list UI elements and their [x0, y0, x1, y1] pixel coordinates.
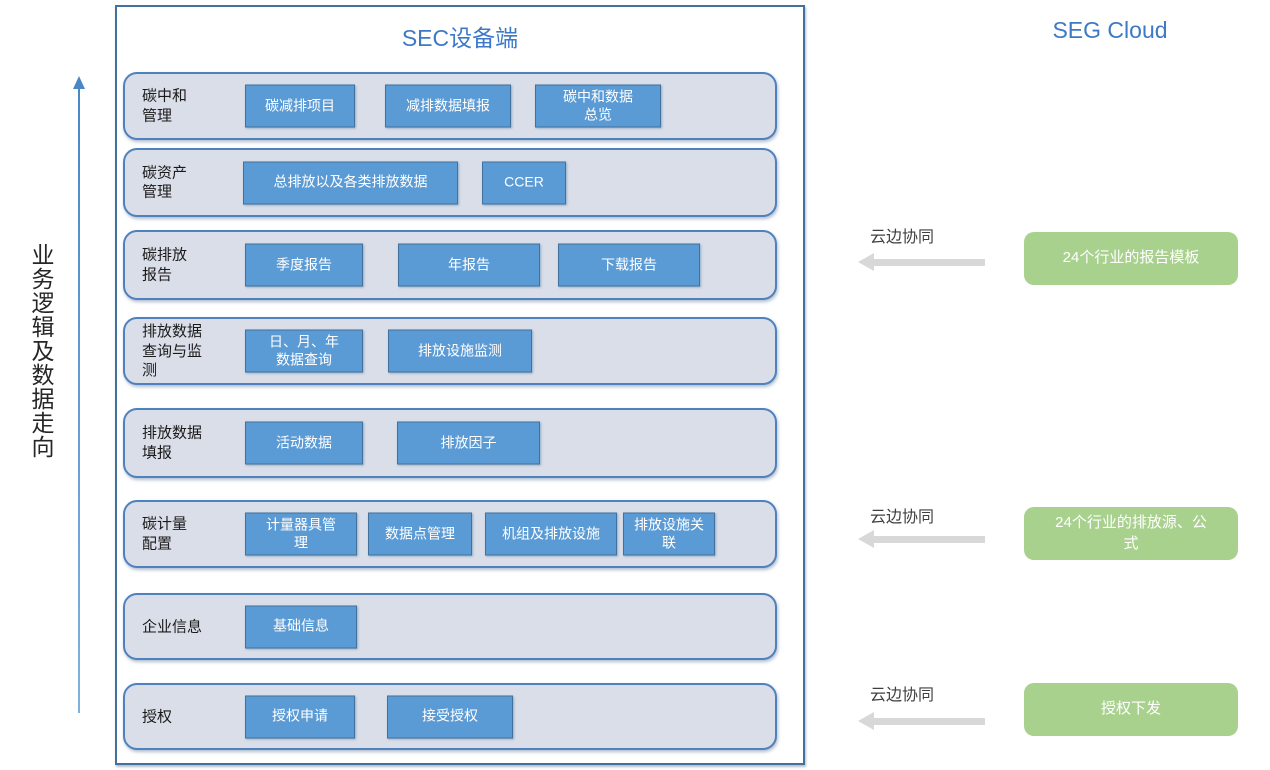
- cloud-service-box: 授权下发: [1024, 683, 1238, 736]
- module-row-3: 碳排放 报告 季度报告年报告下载报告: [123, 230, 777, 300]
- cloud-edge-label: 云边协同: [870, 687, 935, 704]
- row-label: 排放数据 查询与监 测: [142, 322, 203, 379]
- module-button: 总排放以及各类排放数据: [243, 161, 458, 204]
- row-label: 碳计量 配置: [142, 515, 188, 553]
- module-button: 排放因子: [397, 421, 540, 465]
- module-button: 碳中和数据 总览: [535, 84, 661, 128]
- module-button: 排放设施监测: [388, 329, 532, 373]
- module-button: 减排数据填报: [385, 84, 511, 128]
- seg-cloud-title: SEG Cloud: [1052, 17, 1168, 43]
- module-button: 计量器具管 理: [245, 512, 357, 556]
- left-arrow-icon: [858, 530, 985, 548]
- cloud-edge-link-1: 云边协同 24个行业的报告模板: [858, 223, 1240, 293]
- row-label: 碳资产 管理: [142, 164, 188, 201]
- module-button: 机组及排放设施: [485, 512, 617, 556]
- cloud-edge-link-2: 云边协同 24个行业的排放源、公 式: [858, 503, 1240, 573]
- arrow-shaft: [872, 718, 985, 725]
- flow-axis-label: 业务逻辑及数据走向: [28, 243, 54, 459]
- arrow-shaft: [872, 259, 985, 266]
- module-button: 活动数据: [245, 421, 363, 465]
- row-label: 碳排放 报告: [142, 246, 188, 284]
- sec-device-panel: SEC设备端 碳中和 管理 碳减排项目减排数据填报碳中和数据 总览碳资产 管理 总排…: [115, 5, 805, 765]
- module-button: 排放设施关 联: [623, 512, 715, 556]
- row-label: 碳中和 管理: [142, 87, 188, 125]
- module-button: CCER: [482, 161, 566, 204]
- module-button: 年报告: [398, 243, 540, 287]
- module-row-1: 碳中和 管理 碳减排项目减排数据填报碳中和数据 总览: [123, 72, 777, 140]
- row-label: 企业信息: [142, 617, 203, 635]
- left-arrow-icon: [858, 712, 985, 730]
- module-button: 下载报告: [558, 243, 700, 287]
- cloud-edge-label: 云边协同: [870, 229, 935, 246]
- flow-direction-arrow: [73, 76, 85, 713]
- sec-panel-title: SEC设备端: [401, 25, 519, 51]
- cloud-edge-link-3: 云边协同 授权下发: [858, 681, 1240, 751]
- module-button: 碳减排项目: [245, 84, 355, 128]
- arrow-head: [858, 712, 874, 730]
- module-row-7: 企业信息 基础信息: [123, 593, 777, 660]
- module-button: 数据点管理: [368, 512, 472, 556]
- module-button: 季度报告: [245, 243, 363, 287]
- arrow-head: [858, 253, 874, 271]
- module-row-5: 排放数据 填报 活动数据排放因子: [123, 408, 777, 478]
- left-arrow-icon: [858, 253, 985, 271]
- module-button: 授权申请: [245, 695, 355, 738]
- module-button: 基础信息: [245, 605, 357, 648]
- module-row-8: 授权 授权申请接受授权: [123, 683, 777, 750]
- module-button: 接受授权: [387, 695, 513, 738]
- cloud-service-box: 24个行业的排放源、公 式: [1024, 507, 1238, 560]
- module-row-4: 排放数据 查询与监 测日、月、年 数据查询排放设施监测: [123, 317, 777, 385]
- arrow-head: [858, 530, 874, 548]
- module-row-2: 碳资产 管理 总排放以及各类排放数据 CCER: [123, 148, 777, 217]
- row-label: 排放数据 填报: [142, 424, 203, 462]
- module-row-6: 碳计量 配置 计量器具管 理数据点管理机组及排放设施排放设施关 联: [123, 500, 777, 568]
- cloud-service-box: 24个行业的报告模板: [1024, 232, 1238, 285]
- arrow-shaft: [872, 536, 985, 543]
- cloud-edge-label: 云边协同: [870, 509, 935, 526]
- module-button: 日、月、年 数据查询: [245, 329, 363, 373]
- row-label: 授权: [142, 707, 173, 725]
